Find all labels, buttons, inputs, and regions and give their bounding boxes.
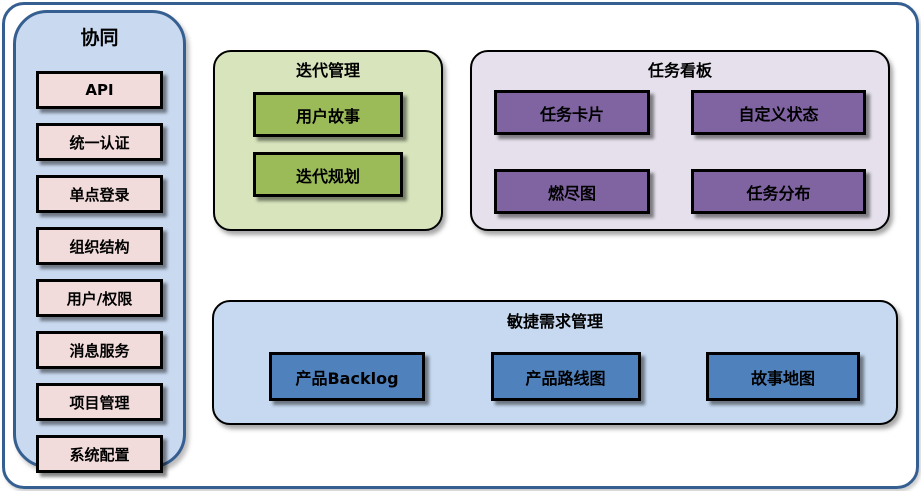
item-product-roadmap: 产品路线图 xyxy=(490,352,641,401)
task-board-row-2: 燃尽图 任务分布 xyxy=(472,169,888,214)
sidebar-item-org-structure: 组织结构 xyxy=(36,227,163,265)
sidebar-item-message-service: 消息服务 xyxy=(36,331,163,369)
collaboration-panel-title: 协同 xyxy=(80,27,119,49)
agile-requirements-panel: 敏捷需求管理 产品Backlog 产品路线图 故事地图 xyxy=(212,300,898,425)
item-task-card: 任务卡片 xyxy=(494,90,650,135)
item-story-map: 故事地图 xyxy=(706,352,860,401)
item-custom-status: 自定义状态 xyxy=(691,90,866,135)
item-user-story: 用户故事 xyxy=(253,92,403,137)
task-board-row-1: 任务卡片 自定义状态 xyxy=(472,90,888,135)
sidebar-item-project-management: 项目管理 xyxy=(36,383,163,421)
task-board-title: 任务看板 xyxy=(647,61,712,80)
sidebar-item-unified-auth: 统一认证 xyxy=(36,123,163,161)
task-board-panel: 任务看板 任务卡片 自定义状态 燃尽图 任务分布 xyxy=(470,50,890,231)
item-iteration-planning: 迭代规划 xyxy=(253,152,403,197)
collaboration-item-list: API 统一认证 单点登录 组织结构 用户/权限 消息服务 项目管理 系统配置 xyxy=(16,71,183,473)
sidebar-item-users-permissions: 用户/权限 xyxy=(36,279,163,317)
agile-requirements-title: 敏捷需求管理 xyxy=(506,312,603,331)
sidebar-item-system-config: 系统配置 xyxy=(36,435,163,473)
item-burndown-chart: 燃尽图 xyxy=(494,169,650,214)
sidebar-item-sso: 单点登录 xyxy=(36,175,163,213)
agile-requirements-item-list: 产品Backlog 产品路线图 故事地图 xyxy=(214,352,896,401)
collaboration-panel: 协同 API 统一认证 单点登录 组织结构 用户/权限 消息服务 项目管理 系统… xyxy=(13,10,186,473)
iteration-item-list: 用户故事 迭代规划 xyxy=(215,92,441,197)
item-product-backlog: 产品Backlog xyxy=(269,352,425,401)
iteration-management-panel: 迭代管理 用户故事 迭代规划 xyxy=(213,50,443,231)
sidebar-item-api: API xyxy=(36,71,163,109)
item-task-distribution: 任务分布 xyxy=(691,169,866,214)
iteration-management-title: 迭代管理 xyxy=(295,61,360,80)
